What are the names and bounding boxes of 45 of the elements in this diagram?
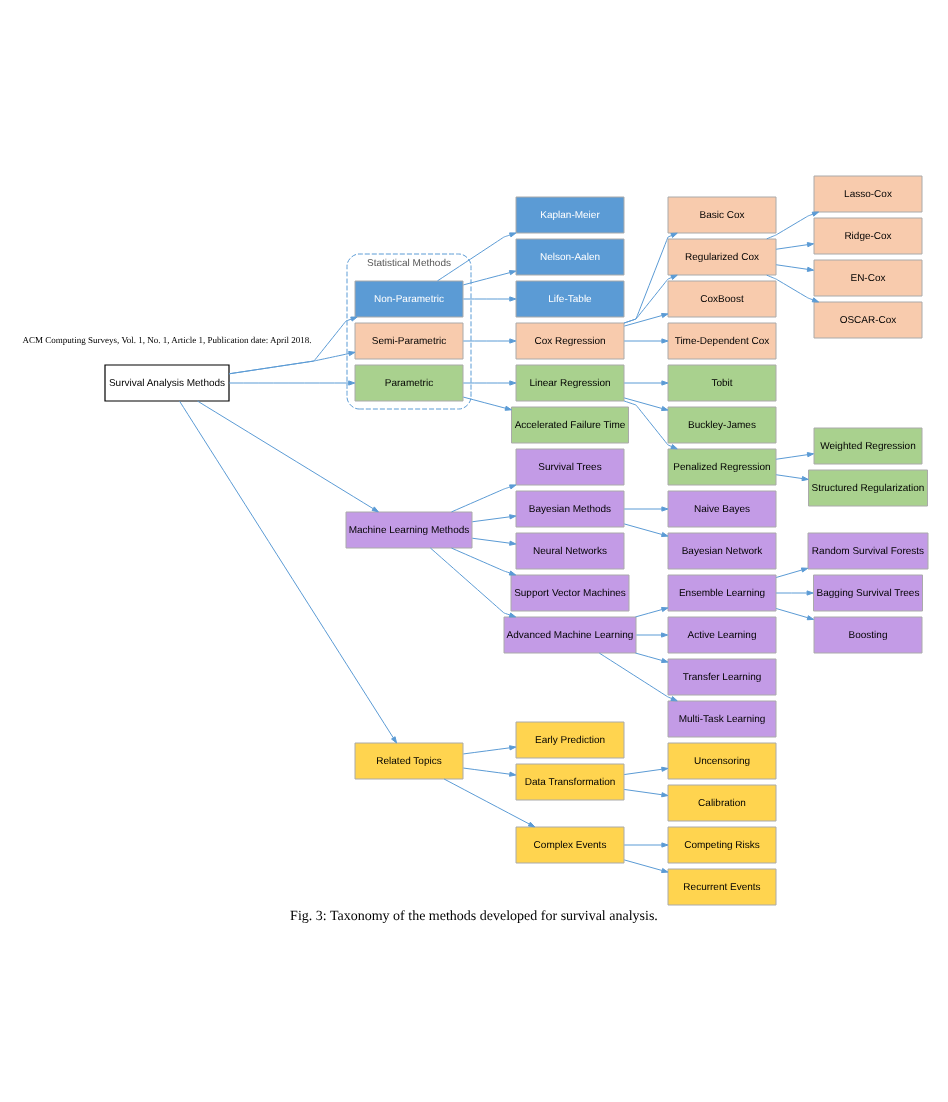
arrow — [179, 399, 398, 743]
arrow — [462, 395, 512, 410]
arrow — [196, 399, 379, 512]
arrow — [228, 379, 356, 385]
arrow — [635, 651, 669, 662]
arrow — [623, 379, 669, 385]
arrow — [623, 841, 669, 847]
arrow — [462, 766, 517, 776]
arrow — [228, 350, 356, 374]
arrow — [451, 483, 517, 512]
arrow — [462, 269, 517, 285]
arrow — [623, 787, 669, 797]
arrow — [623, 399, 678, 449]
arrow — [462, 295, 517, 301]
arrow — [766, 210, 820, 239]
arrow — [429, 546, 517, 617]
arrow — [228, 315, 358, 374]
arrow — [436, 231, 517, 281]
arrow — [471, 513, 517, 522]
arrow — [623, 311, 669, 326]
arrow — [775, 473, 809, 481]
arrow — [462, 379, 517, 385]
arrow — [471, 536, 517, 545]
arrow — [623, 505, 669, 511]
arrow — [623, 337, 669, 343]
arrow — [635, 631, 669, 637]
arrow — [462, 337, 517, 343]
arrow — [623, 522, 669, 537]
arrow — [775, 607, 815, 620]
arrow — [443, 777, 536, 827]
arrow — [766, 273, 820, 302]
arrow — [775, 241, 815, 249]
arrow — [623, 273, 678, 323]
arrow — [775, 589, 814, 595]
arrow — [775, 263, 815, 271]
arrow — [635, 606, 669, 617]
arrow — [462, 744, 517, 754]
arrow — [775, 566, 809, 577]
arrow — [623, 396, 669, 411]
arrow — [598, 651, 678, 701]
arrow — [775, 451, 815, 459]
arrow — [623, 765, 669, 775]
arrow — [451, 546, 517, 575]
arrow — [623, 858, 669, 873]
arrow — [623, 231, 678, 323]
